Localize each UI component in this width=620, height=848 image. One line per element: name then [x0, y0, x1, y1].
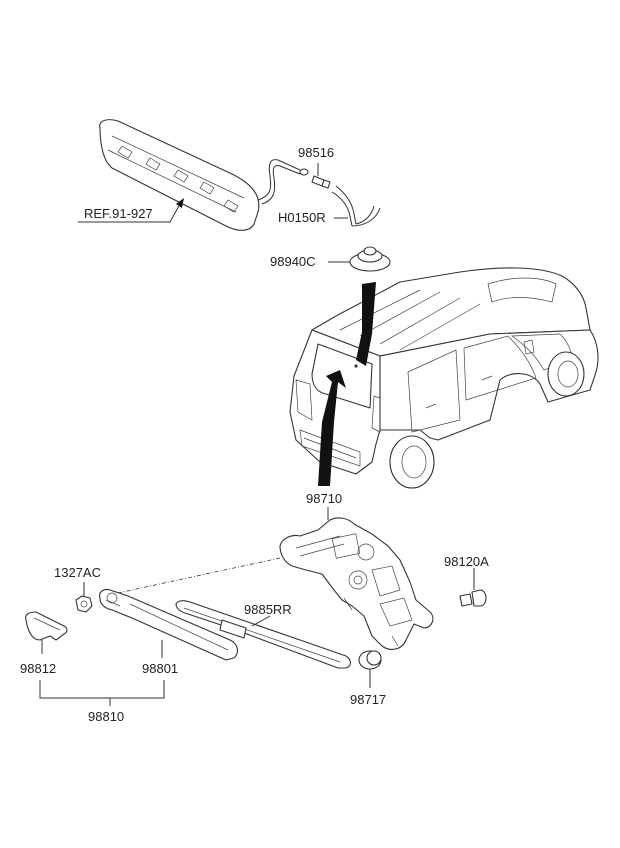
cover-98812 [25, 611, 68, 654]
label-98120a: 98120A [444, 554, 489, 569]
label-1327ac: 1327AC [54, 565, 101, 580]
assembly-dashed-line [103, 557, 281, 597]
nozzle-98516 [311, 163, 331, 189]
label-98710: 98710 [306, 491, 342, 506]
washer-hose-upper [257, 159, 309, 205]
label-98801: 98801 [142, 661, 178, 676]
label-98812: 98812 [20, 661, 56, 676]
ref-leader [78, 198, 184, 223]
bolt-98120a [459, 568, 487, 607]
label-98516: 98516 [298, 145, 334, 160]
cap-98717 [358, 650, 382, 688]
grommet-98940c [349, 246, 391, 272]
wiper-blade-9885rr [175, 600, 352, 669]
label-9885rr: 9885RR [244, 602, 292, 617]
label-h0150r: H0150R [278, 210, 326, 225]
label-98717: 98717 [350, 692, 386, 707]
label-98810: 98810 [88, 709, 124, 724]
location-arrows [318, 282, 376, 486]
label-ref: REF.91-927 [84, 206, 153, 221]
high-mount-stop-lamp [99, 119, 260, 231]
bracket-98810 [39, 680, 165, 706]
wiper-motor-98710 [279, 507, 434, 650]
hose-h0150r [331, 185, 381, 227]
nut-1327ac [75, 582, 93, 613]
label-98940c: 98940C [270, 254, 316, 269]
vehicle [289, 267, 599, 489]
wiper-arm-98801 [99, 588, 239, 661]
